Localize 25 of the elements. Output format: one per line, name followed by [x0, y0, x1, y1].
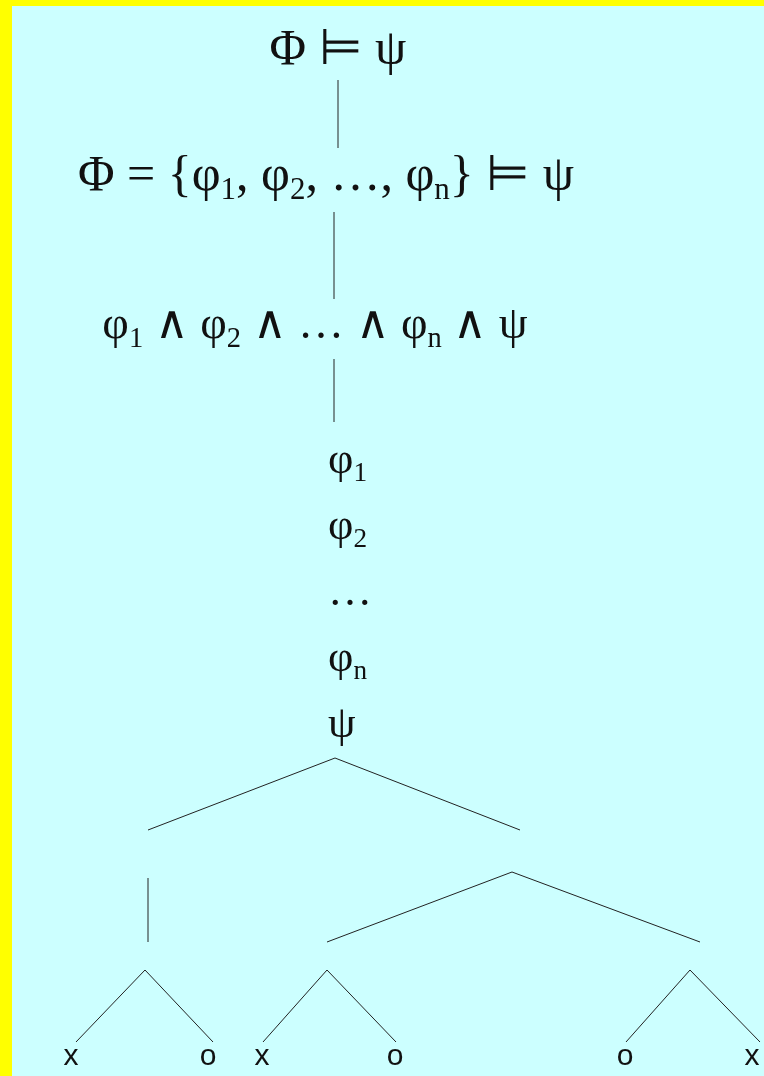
formula: Φ = {φ$_{1}$, φ$_{2}$, …, φ$_{n}$} ⊨ ψ — [77, 144, 575, 202]
formula: … — [328, 565, 372, 617]
branch-mark: x — [744, 1040, 760, 1070]
branch-mark: x — [254, 1040, 270, 1070]
connector-line — [75, 969, 146, 1043]
connector-line — [625, 969, 691, 1043]
connector-line — [144, 969, 214, 1043]
formula: Φ ⊨ ψ — [269, 18, 407, 76]
formula: φ$_{n}$ — [328, 631, 369, 688]
connector-line — [326, 969, 397, 1043]
formula: φ$_{2}$ — [328, 499, 369, 556]
connector-line — [262, 969, 328, 1043]
branch-mark: o — [616, 1040, 634, 1070]
branch-mark: o — [199, 1040, 217, 1070]
connector-line — [333, 358, 335, 423]
formula: ψ — [328, 697, 357, 749]
connector-line — [689, 969, 761, 1043]
branch-mark: x — [63, 1040, 79, 1070]
branch-mark: o — [386, 1040, 404, 1070]
formula: φ$_{1}$ — [328, 433, 369, 490]
connector-line — [337, 79, 339, 149]
connector-line — [147, 757, 336, 831]
connector-line — [333, 211, 335, 300]
connector-line — [334, 757, 521, 831]
formula: φ$_{1}$ ∧ φ$_{2}$ ∧ … ∧ φ$_{n}$ ∧ ψ — [102, 295, 528, 349]
